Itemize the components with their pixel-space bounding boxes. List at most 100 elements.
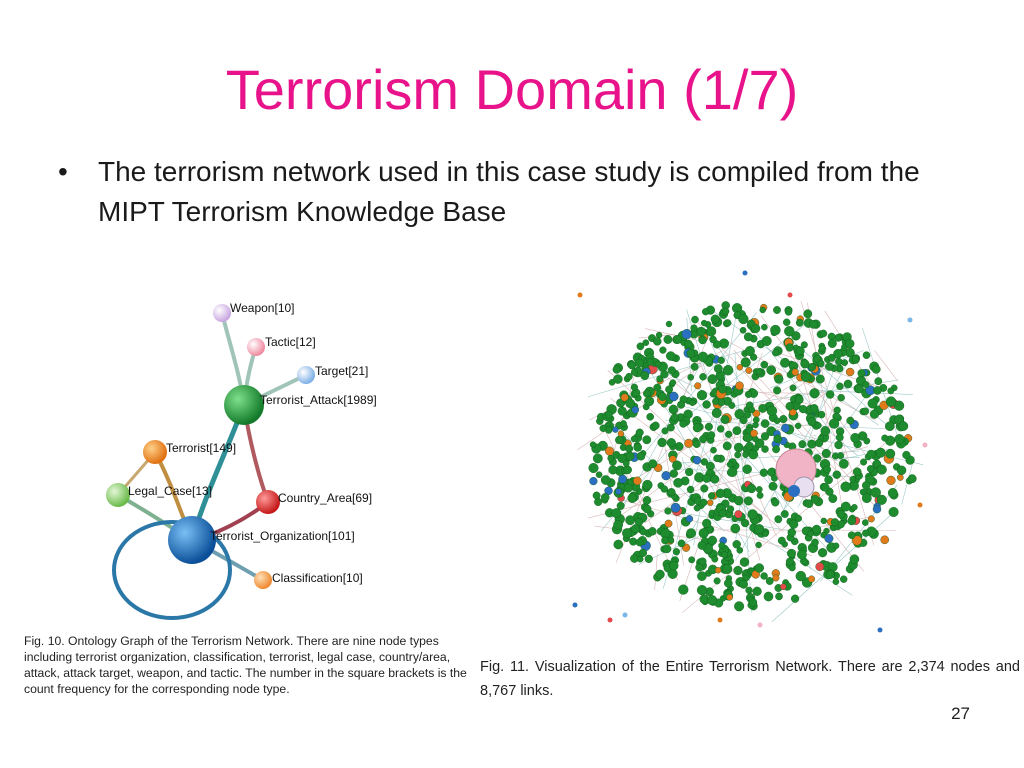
network-node	[726, 461, 734, 468]
network-node	[672, 334, 682, 344]
network-node	[611, 508, 622, 519]
network-node	[815, 438, 824, 448]
network-node	[620, 393, 629, 402]
network-node	[861, 519, 869, 526]
network-node	[710, 314, 720, 324]
network-link	[824, 416, 845, 456]
network-node	[880, 535, 890, 545]
network-node	[789, 384, 797, 392]
edge-org-selfloop	[112, 520, 232, 620]
network-node	[631, 405, 640, 414]
network-node	[707, 374, 718, 385]
network-node	[768, 481, 778, 491]
network-node	[688, 556, 696, 564]
network-node	[646, 358, 654, 366]
network-node	[648, 459, 658, 469]
network-node	[687, 374, 694, 381]
network-outlier-node	[607, 617, 613, 623]
network-node	[832, 542, 840, 549]
network-node	[692, 455, 702, 465]
network-node	[829, 418, 840, 429]
network-node	[723, 578, 733, 588]
node-terrorist-organization	[168, 516, 216, 564]
network-node	[739, 557, 750, 567]
network-node	[728, 402, 736, 409]
network-node	[799, 405, 808, 414]
network-node	[833, 406, 841, 414]
network-node	[786, 548, 796, 558]
network-node	[686, 528, 697, 539]
network-node	[654, 360, 662, 368]
network-node	[739, 579, 749, 589]
network-node	[760, 360, 769, 369]
network-node	[625, 451, 635, 461]
network-node	[620, 420, 627, 427]
network-node	[635, 428, 644, 437]
network-outlier-node	[572, 602, 578, 608]
network-visualization	[572, 270, 928, 633]
network-node	[867, 515, 875, 523]
network-node	[821, 448, 831, 458]
network-node	[722, 563, 733, 575]
network-node	[896, 465, 907, 476]
network-node	[810, 494, 820, 504]
network-node	[622, 528, 633, 539]
bullet-text: The terrorism network used in this case …	[98, 156, 920, 227]
network-node	[838, 458, 849, 469]
network-node	[784, 325, 795, 337]
network-node	[887, 387, 895, 395]
network-hub-node-blue	[788, 485, 800, 497]
network-node	[798, 440, 807, 449]
network-node	[743, 411, 752, 419]
network-node	[678, 584, 689, 595]
network-node	[653, 337, 662, 346]
network-node	[707, 535, 718, 546]
network-node	[902, 450, 911, 460]
network-node	[807, 417, 817, 427]
network-node	[627, 361, 637, 370]
label-terrorist: Terrorist[149]	[166, 441, 236, 455]
network-node	[788, 564, 796, 572]
network-node	[804, 499, 814, 508]
network-node	[821, 483, 830, 492]
network-link	[588, 446, 869, 519]
network-node	[773, 417, 781, 425]
network-node	[843, 379, 853, 389]
label-terrorist-organization: Terrorist_Organization[101]	[210, 529, 355, 543]
network-node	[706, 499, 714, 506]
network-node	[744, 345, 755, 356]
network-node	[679, 419, 688, 428]
network-node	[866, 465, 875, 473]
network-node	[592, 453, 603, 464]
network-node	[640, 371, 650, 381]
network-link	[682, 443, 886, 613]
network-node	[623, 465, 632, 475]
network-node	[669, 455, 677, 463]
network-node	[669, 469, 679, 478]
network-node	[759, 468, 768, 477]
network-node	[696, 326, 706, 337]
network-node	[837, 452, 845, 460]
network-node	[881, 434, 889, 442]
network-node	[704, 422, 713, 431]
network-node	[825, 362, 834, 371]
network-node	[698, 528, 709, 539]
network-node	[630, 435, 638, 443]
network-node	[819, 345, 827, 353]
network-node	[726, 593, 733, 601]
network-node	[604, 410, 613, 419]
network-node	[795, 318, 804, 327]
network-node	[791, 368, 799, 376]
network-node	[670, 502, 681, 513]
network-node	[830, 518, 840, 527]
network-node	[852, 354, 860, 362]
network-node	[748, 598, 758, 607]
network-node	[814, 422, 822, 429]
network-link	[645, 328, 702, 342]
network-node	[707, 595, 718, 606]
network-node	[745, 441, 754, 451]
network-node	[734, 451, 742, 459]
network-node	[758, 403, 768, 413]
network-node	[741, 519, 750, 528]
network-node	[763, 591, 774, 602]
